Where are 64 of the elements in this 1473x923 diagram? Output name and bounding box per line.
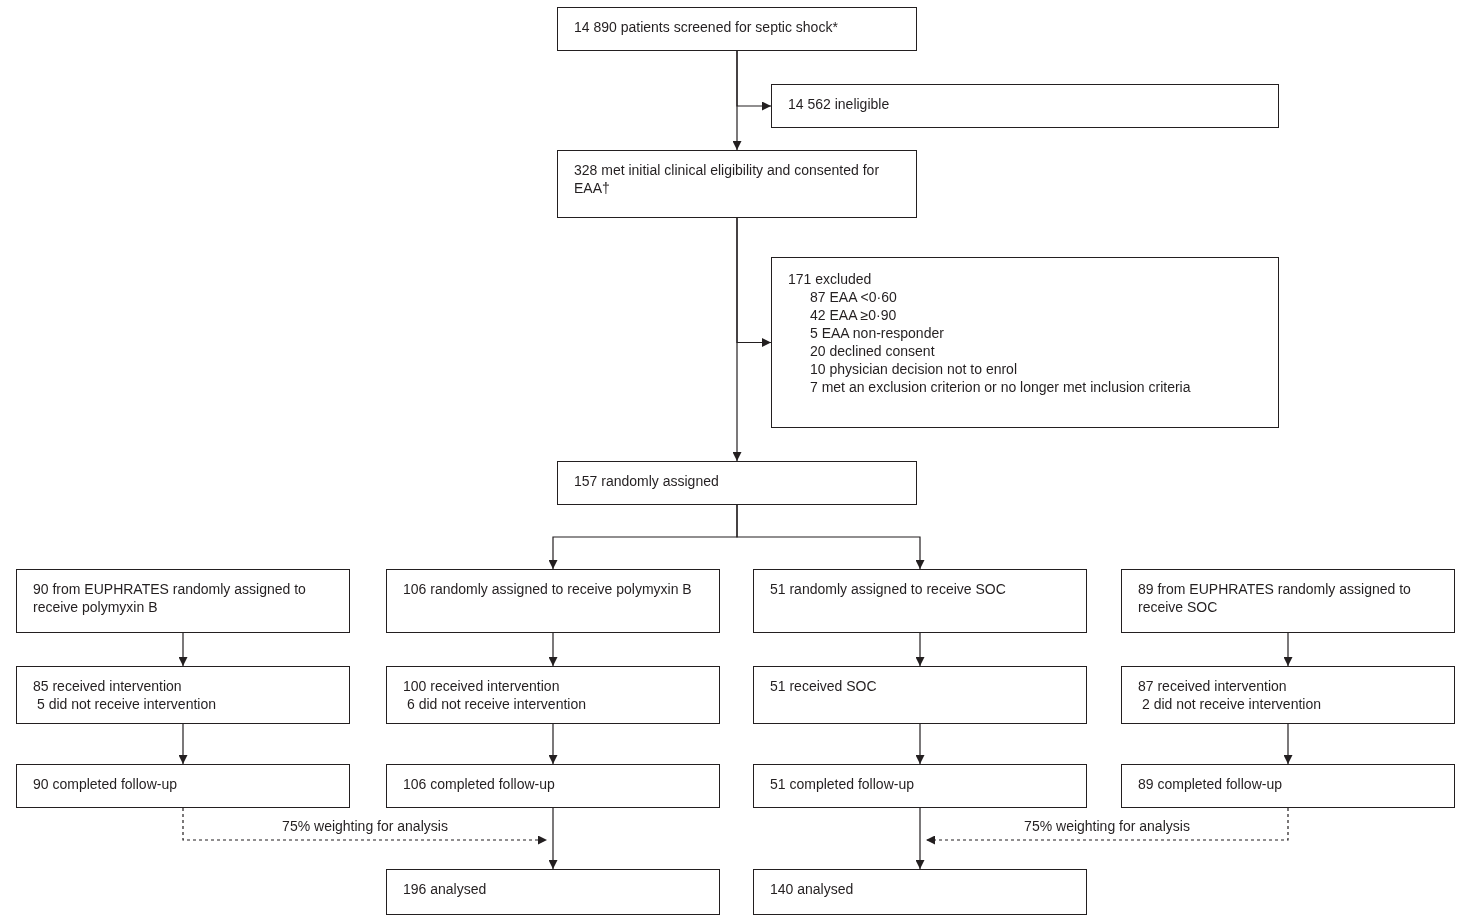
- flow-box: [386, 869, 720, 915]
- arrow: [178, 632, 188, 667]
- box-text: 196 analysed: [403, 880, 488, 898]
- arrow: [915, 807, 925, 870]
- box-text: 51 completed follow-up: [770, 775, 915, 793]
- box-subtext: 2 did not receive intervention: [1142, 695, 1322, 713]
- box-text: 89 from EUPHRATES randomly assigned to receive SOC: [1138, 580, 1412, 616]
- flow-box: [386, 666, 720, 724]
- box-text: 100 received intervention: [403, 677, 561, 695]
- arrow: [915, 632, 925, 667]
- flow-box: [557, 461, 917, 505]
- flow-box: [771, 257, 1279, 428]
- box-text: 328 met initial clinical eligibility and consented for EAA†: [574, 161, 881, 197]
- flow-box: [16, 666, 350, 724]
- box-text: 171 excluded: [788, 270, 873, 288]
- arrow: [736, 504, 925, 570]
- flow-box: [386, 764, 720, 808]
- box-text: 14 562 ineligible: [788, 95, 891, 113]
- box-text: 51 received SOC: [770, 677, 878, 695]
- flow-box: [1121, 666, 1455, 724]
- box-subtext: 6 did not receive intervention: [407, 695, 587, 713]
- box-text: 106 randomly assigned to receive polymyxin B: [403, 580, 693, 598]
- edge-label: 75% weighting for analysis: [279, 818, 451, 834]
- flow-box: [753, 666, 1087, 724]
- arrow: [915, 723, 925, 765]
- box-text: 106 completed follow-up: [403, 775, 556, 793]
- flow-box: [753, 869, 1087, 915]
- dashed-arrow: [182, 807, 548, 845]
- box-subtext: 87 EAA <0·60: [810, 288, 898, 306]
- dashed-arrow: [925, 807, 1289, 845]
- box-text: 87 received intervention: [1138, 677, 1288, 695]
- arrow: [548, 632, 558, 667]
- arrow: [1283, 723, 1293, 765]
- flow-box: [557, 150, 917, 218]
- flow-box: [386, 569, 720, 633]
- flow-box: [16, 764, 350, 808]
- box-subtext: 20 declined consent: [810, 342, 936, 360]
- arrow: [736, 50, 772, 111]
- box-subtext: 5 EAA non-responder: [810, 324, 945, 342]
- box-text: 90 completed follow-up: [33, 775, 178, 793]
- box-text: 89 completed follow-up: [1138, 775, 1283, 793]
- arrow: [178, 723, 188, 765]
- arrow: [736, 217, 772, 347]
- box-text: 14 890 patients screened for septic shock*: [574, 18, 839, 36]
- flow-box: [16, 569, 350, 633]
- box-text: 85 received intervention: [33, 677, 183, 695]
- flow-box: [1121, 764, 1455, 808]
- box-subtext: 7 met an exclusion criterion or no longer met inclusion criteria: [810, 378, 1192, 396]
- flow-box: [753, 569, 1087, 633]
- flow-box: [753, 764, 1087, 808]
- box-text: 157 randomly assigned: [574, 472, 720, 490]
- edge-label: 75% weighting for analysis: [1021, 818, 1193, 834]
- flow-box: [1121, 569, 1455, 633]
- arrow: [548, 723, 558, 765]
- box-text: 90 from EUPHRATES randomly assigned to receive polymyxin B: [33, 580, 307, 616]
- box-subtext: 10 physician decision not to enrol: [810, 360, 1019, 378]
- box-subtext: 42 EAA ≥0·90: [810, 306, 898, 324]
- arrow: [548, 807, 558, 870]
- flow-box: [771, 84, 1279, 128]
- box-text: 51 randomly assigned to receive SOC: [770, 580, 1007, 598]
- box-text: 140 analysed: [770, 880, 855, 898]
- arrow: [1283, 632, 1293, 667]
- box-subtext: 5 did not receive intervention: [37, 695, 217, 713]
- flow-box: [557, 7, 917, 51]
